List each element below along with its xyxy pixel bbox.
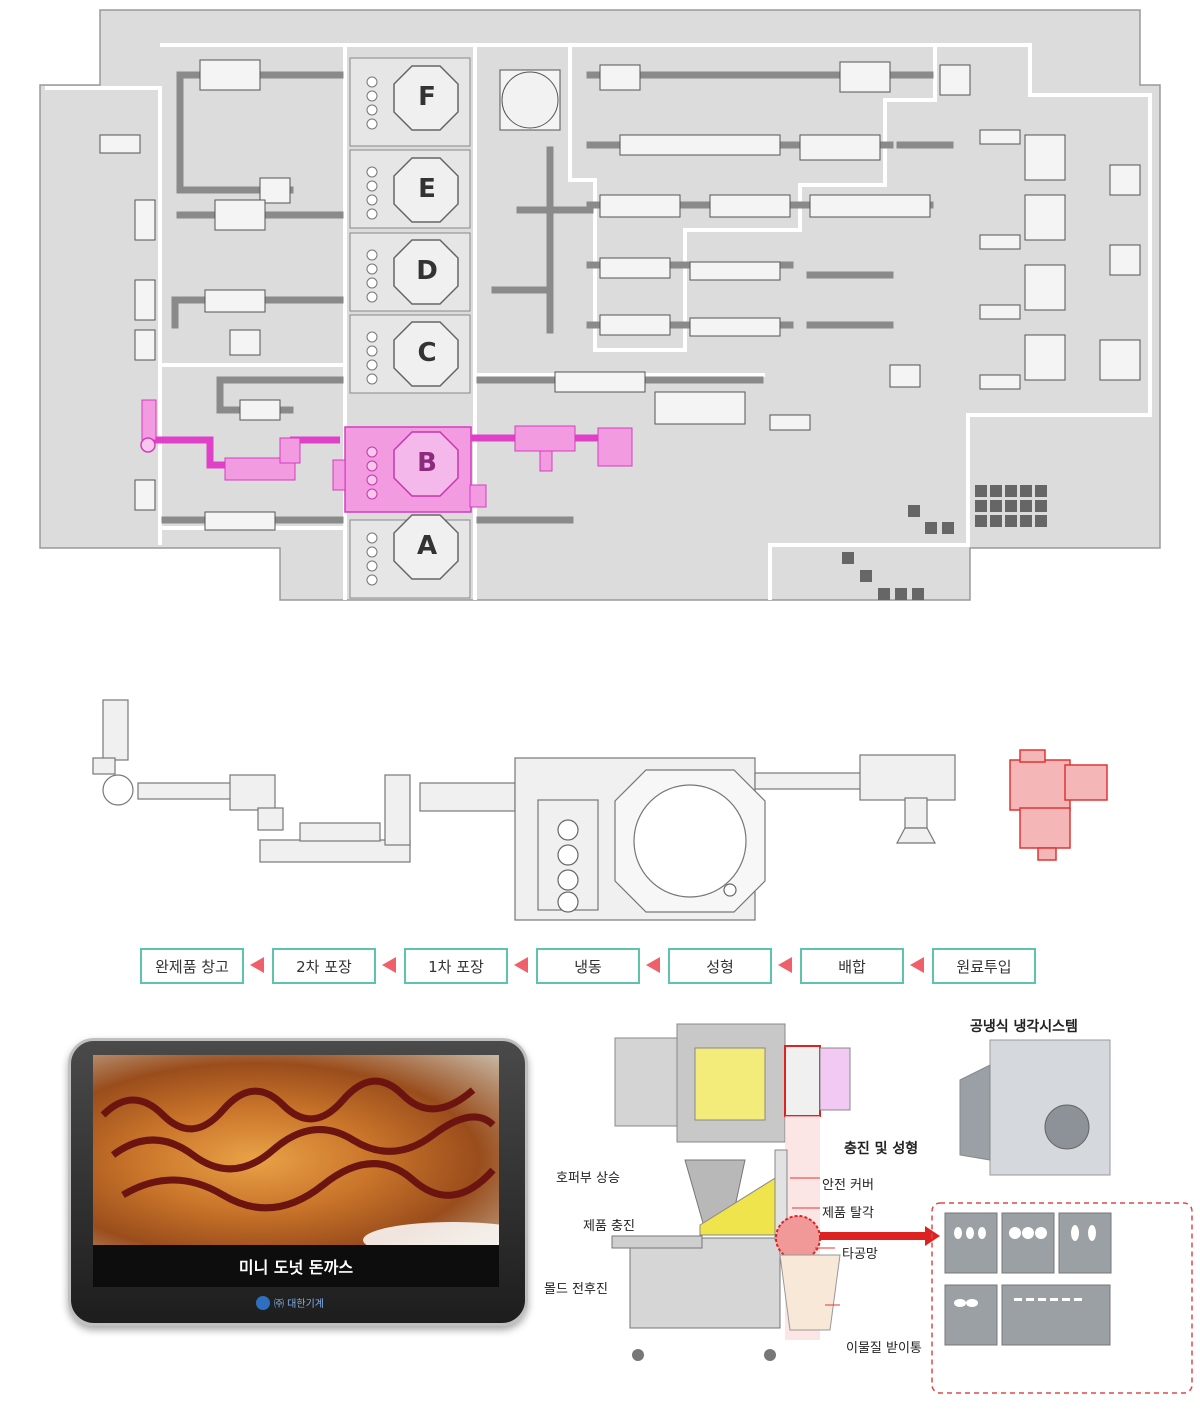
- step-arrow-icon: [382, 957, 396, 973]
- step-freezing: 냉동: [536, 948, 640, 984]
- label-release: 제품 탈각: [822, 1206, 874, 1221]
- floor-plan: [0, 0, 1200, 610]
- step-primary-packing: 1차 포장: [404, 948, 508, 984]
- label-fill: 제품 충진: [583, 1219, 635, 1234]
- machine-diagram: [540, 1010, 1200, 1410]
- line-detail-drawing: [92, 699, 1108, 921]
- zone-label-f: F: [418, 82, 436, 112]
- label-hopper: 호퍼부 상승: [556, 1171, 620, 1186]
- brand-name: ㈜ 대한기계: [274, 1299, 324, 1310]
- zone-label-a: A: [416, 531, 438, 561]
- label-debris: 이물질 받이통: [846, 1341, 922, 1356]
- floor-plan-drawing: [39, 9, 1161, 601]
- step-arrow-icon: [250, 957, 264, 973]
- brand-logo-icon: [256, 1295, 270, 1310]
- step-arrow-icon: [910, 957, 924, 973]
- product-name: 미니 도넛 돈까스: [93, 1245, 499, 1287]
- zone-label-c: C: [417, 338, 437, 368]
- step-forming: 성형: [668, 948, 772, 984]
- step-mixing: 배합: [800, 948, 904, 984]
- label-cover: 안전 커버: [822, 1178, 874, 1193]
- step-arrow-icon: [778, 957, 792, 973]
- zone-label-d: D: [416, 256, 438, 286]
- machine-title: 충진 및 성형: [844, 1141, 919, 1157]
- product-photo: [93, 1055, 499, 1245]
- step-raw-input: 원료투입: [932, 948, 1036, 984]
- zone-label-e: E: [418, 174, 436, 204]
- step-finished-warehouse: 완제품 창고: [140, 948, 244, 984]
- machine-drawing: [611, 1023, 1193, 1394]
- line-detail: [0, 680, 1200, 930]
- step-arrow-icon: [514, 957, 528, 973]
- step-arrow-icon: [646, 957, 660, 973]
- step-secondary-packing: 2차 포장: [272, 948, 376, 984]
- product-tablet: 미니 도넛 돈까스 ㈜ 대한기계: [68, 1038, 528, 1326]
- label-mesh: 타공망: [842, 1247, 878, 1262]
- brand-logo: ㈜ 대한기계: [256, 1295, 324, 1310]
- zone-label-b: B: [417, 448, 437, 478]
- cooling-system-title: 공냉식 냉각시스템: [970, 1019, 1078, 1035]
- sauce-drizzle-icon: [100, 1077, 499, 1245]
- label-mold: 몰드 전후진: [544, 1282, 608, 1297]
- zone-b-highlight: [140, 399, 633, 513]
